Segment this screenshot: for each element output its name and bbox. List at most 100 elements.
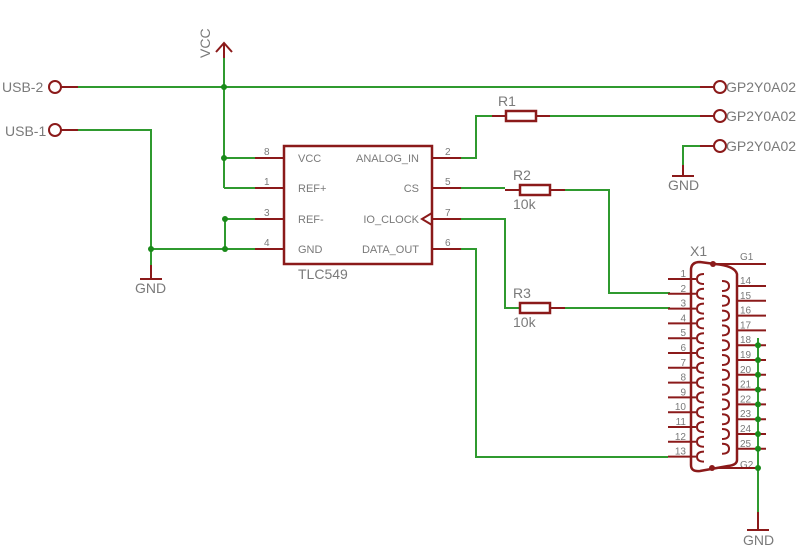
socket-contact-icon — [721, 280, 731, 292]
connector-pin-number: 23 — [740, 409, 752, 420]
pin-name: REF- — [298, 214, 324, 226]
resistor-r2[interactable]: R2 10k — [505, 167, 565, 212]
pin-number: 1 — [264, 177, 270, 188]
connector-pin-number: 21 — [740, 380, 752, 391]
ic-name: TLC549 — [298, 266, 348, 282]
connector-pin-number: 16 — [740, 306, 752, 317]
connector-pin-number: 18 — [740, 335, 752, 346]
pin-name: DATA_OUT — [362, 244, 419, 256]
connector-pin-number: 17 — [740, 320, 752, 331]
pin-number: 2 — [445, 147, 451, 158]
socket-contact-icon — [695, 450, 705, 463]
gnd-label: GND — [743, 532, 774, 548]
junction-dot — [222, 246, 228, 252]
connector-ref: X1 — [690, 243, 707, 259]
wire-dataout-x1 — [461, 248, 668, 458]
gnd-label: GND — [668, 177, 699, 193]
socket-contact-icon — [695, 376, 705, 389]
resistor-body — [518, 301, 552, 315]
shield-label-bottom: G2 — [740, 460, 754, 471]
pin-number: 3 — [264, 208, 270, 219]
junction-dot — [755, 386, 761, 393]
pin-number: 7 — [445, 208, 451, 219]
connector-pin-number: 12 — [675, 432, 687, 443]
socket-contact-icon — [695, 347, 705, 359]
junction-dot — [222, 216, 228, 222]
ic-tlc549[interactable]: 8 1 3 4 VCC REF+ REF- GND 2 5 7 6 ANALOG… — [255, 144, 461, 282]
connector-pin-number: 3 — [680, 299, 686, 310]
port-gp3[interactable]: GP2Y0A02 — [700, 138, 796, 154]
port-gp2[interactable]: GP2Y0A02 — [700, 108, 796, 124]
port-label-usb1: USB-1 — [5, 123, 46, 139]
resistor-r1[interactable]: R1 — [492, 93, 550, 123]
port-usb1[interactable]: USB-1 — [5, 123, 78, 139]
junction-dot — [755, 416, 761, 423]
port-label-gp2: GP2Y0A02 — [726, 108, 796, 124]
connector-pin-number: 11 — [676, 417, 687, 428]
socket-contact-icon — [695, 421, 705, 433]
shield-label-top: G1 — [740, 252, 754, 263]
gnd-bottom: GND — [743, 512, 774, 548]
connector-pin-number: 8 — [680, 373, 686, 384]
wire-usb1-gnd — [78, 129, 152, 249]
port-connector-icon — [48, 80, 62, 94]
resistor-value: 10k — [513, 314, 537, 330]
socket-contact-icon — [695, 406, 705, 419]
connector-x1[interactable]: X1 G1 G2 1234567891011121314151617181920… — [668, 243, 766, 473]
resistor-ref: R1 — [498, 93, 516, 109]
socket-contact-icon — [695, 391, 705, 404]
gnd-gp3: GND — [668, 165, 699, 193]
socket-contact-icon — [721, 368, 731, 381]
port-label-gp3: GP2Y0A02 — [726, 138, 796, 154]
resistor-body — [518, 183, 552, 197]
connector-pin-number: 22 — [740, 394, 752, 405]
socket-contact-icon — [695, 332, 705, 345]
connector-shell — [689, 260, 739, 473]
connector-pin-number: 13 — [675, 447, 687, 458]
port-connector-icon — [48, 123, 62, 137]
socket-contact-icon — [695, 273, 705, 285]
socket-contact-icon — [695, 287, 705, 300]
socket-contact-icon — [721, 324, 731, 337]
vcc-label: VCC — [197, 28, 213, 58]
wire-clk-r3 — [461, 218, 520, 309]
junction-dot — [221, 84, 227, 90]
socket-contact-icon — [721, 339, 731, 352]
port-usb2[interactable]: USB-2 — [2, 79, 78, 95]
connector-pin-number: 4 — [680, 313, 686, 324]
pin-name: IO_CLOCK — [363, 214, 419, 226]
junction-dot — [148, 246, 154, 252]
connector-pin-number: 15 — [740, 291, 752, 302]
resistor-r3[interactable]: R3 10k — [513, 285, 565, 330]
socket-contact-icon — [721, 354, 731, 366]
pin-name: ANALOG_IN — [356, 153, 419, 165]
port-label-usb2: USB-2 — [2, 79, 43, 95]
gnd-left: GND — [135, 265, 166, 296]
pin-name: CS — [404, 183, 419, 195]
pin-name: VCC — [298, 153, 321, 165]
clock-input-icon — [420, 212, 433, 226]
junction-dot — [755, 401, 761, 408]
junction-dot — [755, 445, 761, 452]
resistor-ref: R3 — [513, 285, 531, 301]
junction-dot — [755, 431, 761, 437]
connector-pin-number: 1 — [680, 269, 686, 280]
wire-ref-minus — [224, 218, 255, 249]
resistor-ref: R2 — [513, 167, 531, 183]
junction-dot — [755, 465, 761, 471]
pin-number: 8 — [264, 147, 270, 158]
port-connector-icon — [713, 80, 727, 94]
connector-pin-number: 7 — [680, 358, 686, 369]
socket-contact-icon — [721, 309, 731, 322]
port-gp1[interactable]: GP2Y0A02 — [700, 79, 796, 95]
connector-pin-number: 6 — [680, 343, 686, 354]
connector-pin-number: 10 — [675, 402, 687, 413]
socket-contact-icon — [721, 442, 731, 455]
connector-pin-number: 24 — [740, 424, 752, 435]
wire-analog-r1 — [461, 115, 492, 159]
resistor-body — [504, 109, 538, 123]
port-connector-icon — [713, 139, 727, 153]
shield-dot — [710, 261, 716, 267]
socket-contact-icon — [721, 383, 731, 396]
